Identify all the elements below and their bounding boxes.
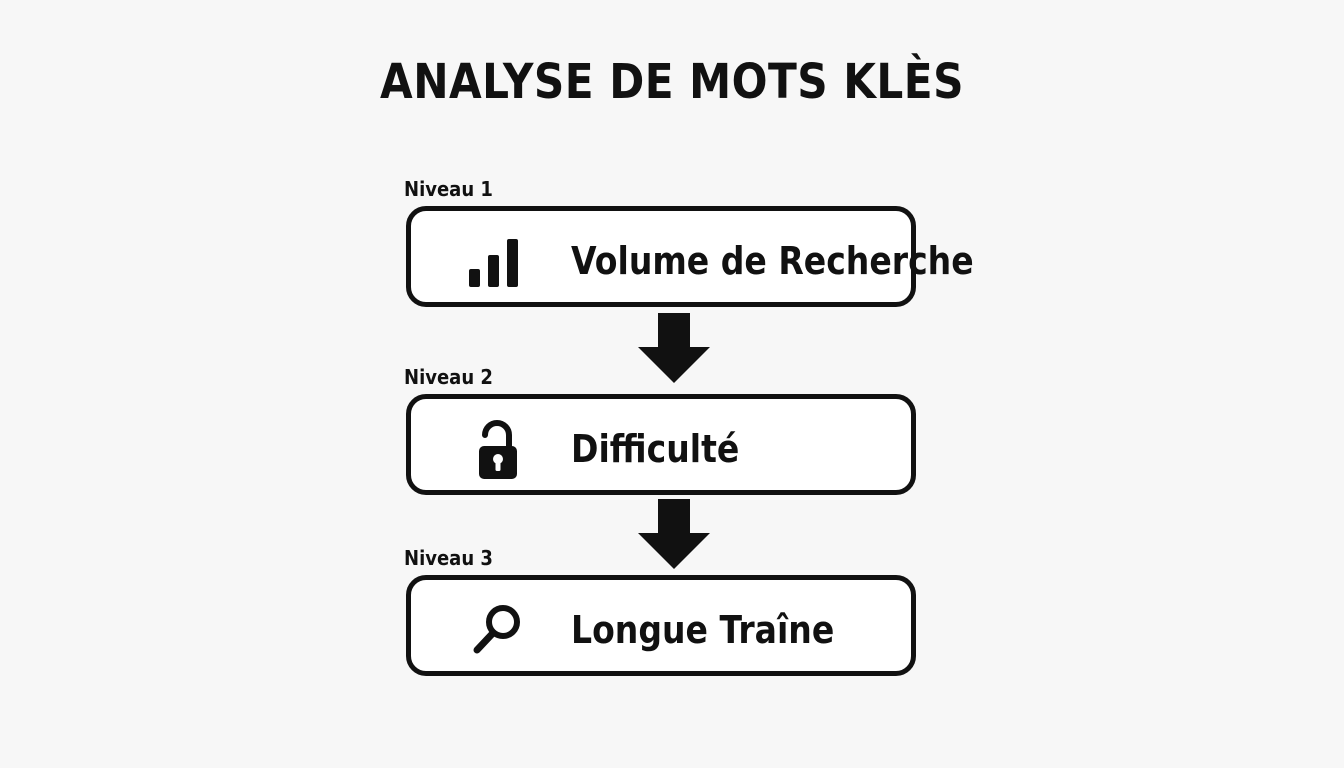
level-2-label: Niveau 2 [404,365,493,389]
level-1-box: Volume de Recherche [406,206,974,307]
down-arrow-1 [638,313,710,385]
level-1-label: Niveau 1 [404,177,493,201]
padlock-icon [469,420,531,479]
level-1-text: Volume de Recherche [571,239,974,283]
level-3-label: Niveau 3 [404,546,493,570]
bar-chart-icon [469,235,531,287]
level-2-box: Difficulté [406,394,916,495]
level-3-box: Longue Traîne [406,575,916,676]
level-3-text: Longue Traîne [571,608,835,652]
down-arrow-2 [638,499,710,571]
magnifier-icon [469,604,531,656]
diagram-title: ANALYSE DE MOTS KLÈS [380,54,964,110]
level-2-text: Difficulté [571,427,740,471]
